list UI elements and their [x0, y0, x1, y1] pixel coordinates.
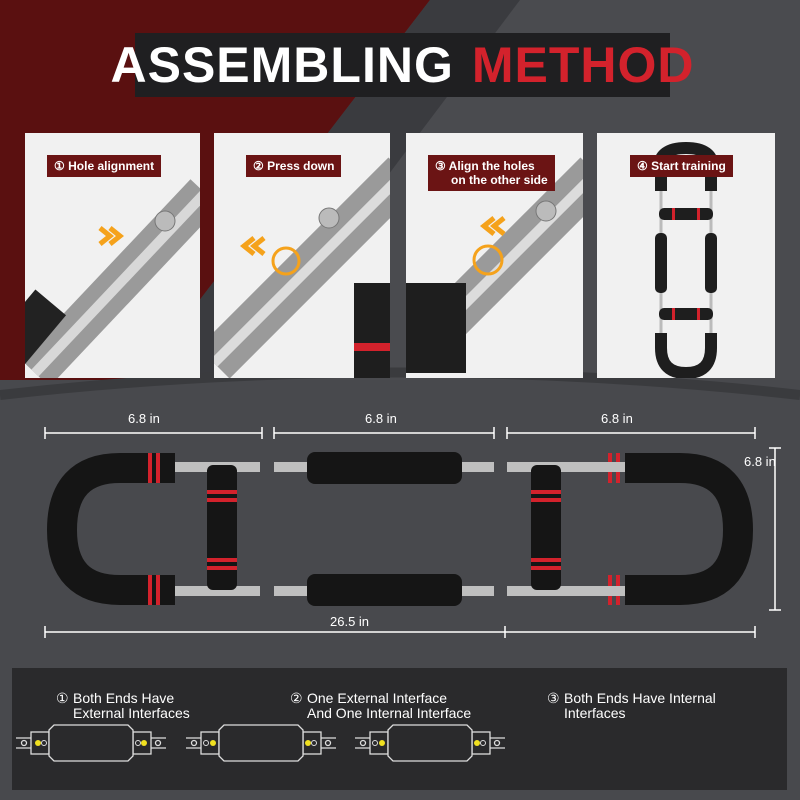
- arrow-icon: [479, 216, 506, 236]
- step-panel-1: ① Hole alignment: [25, 133, 200, 378]
- dim-right: 6.8 in: [601, 411, 633, 426]
- arrow-icon: [239, 236, 266, 256]
- dim-total: 26.5 in: [330, 614, 370, 629]
- step-panel-2: ② Press down: [214, 133, 390, 378]
- interface-diagrams: [15, 724, 506, 762]
- step-panel-4: ④ Start training: [597, 133, 775, 378]
- dim-left: 6.8 in: [128, 411, 160, 426]
- arrow-icon: [98, 226, 125, 246]
- title-banner: ASSEMBLING METHOD: [111, 33, 694, 97]
- title-word-assembling: ASSEMBLING: [110, 37, 454, 93]
- tube-illustration: [406, 157, 583, 373]
- tube-illustration: [214, 157, 390, 378]
- dim-middle: 6.8 in: [365, 411, 397, 426]
- title-word-method: METHOD: [471, 37, 695, 93]
- step-label-4: ④ Start training: [630, 155, 733, 177]
- step-label-1: ① Hole alignment: [47, 155, 162, 177]
- tube-illustration: [25, 179, 200, 378]
- step-label-2: ② Press down: [246, 155, 342, 177]
- dim-height: 6.8 in: [744, 454, 776, 469]
- product-dimension-diagram: [44, 427, 781, 638]
